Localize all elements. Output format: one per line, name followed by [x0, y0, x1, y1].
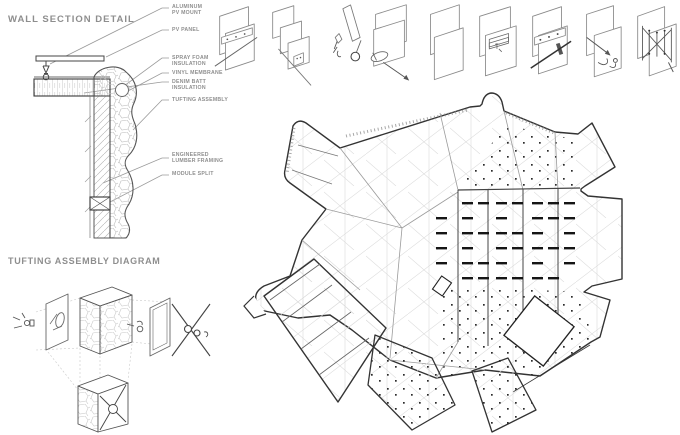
bottom-flap-large [367, 334, 456, 431]
annotation-vinyl-membrane: VINYL MEMBRANE [172, 70, 223, 76]
fold-lines [301, 110, 559, 379]
assembly-step-5-overlapping-panels-icon [430, 4, 464, 81]
x-brace-hardware [171, 303, 211, 357]
assembly-step-8-rod-and-hook-icon [586, 5, 622, 78]
wall-section-drawing [33, 7, 169, 239]
tufting-assembly-diagram: TUFTING ASSEMBLY DIAGRAM [6, 252, 241, 435]
assembly-step-4-roller-and-pin-icon [370, 4, 410, 81]
pv-panel-graphic [35, 55, 105, 62]
leader-lines [49, 7, 169, 203]
annotation-module-split: MODULE SPLIT [172, 171, 214, 177]
framing-strip-graphic [84, 95, 111, 239]
tufted-module-cube [79, 286, 133, 355]
tufting-exploded-drawing [12, 286, 211, 433]
front-plate-with-cone [45, 293, 69, 351]
insulation-blob-graphic [93, 66, 138, 239]
square-cutout [502, 294, 576, 368]
arm-band-lines [291, 144, 339, 185]
small-slot-cutout [431, 275, 453, 297]
annotation-pv-panel: PV PANEL [172, 27, 200, 33]
assembly-step-1-panels-batten-rod-icon [214, 6, 258, 71]
center-bolt-icon [126, 320, 144, 333]
bottom-flap-small [471, 357, 537, 433]
wall-section-title: WALL SECTION DETAIL [8, 14, 135, 25]
projection-lines [35, 297, 171, 391]
module-split-graphic [89, 196, 111, 211]
assembled-module-cube [77, 374, 129, 433]
wall-section-detail: WALL SECTION DETAIL [6, 0, 238, 252]
assembly-step-3-clamp-and-tube-icon [332, 4, 361, 62]
assembly-step-strip [212, 1, 680, 96]
assembly-step-6-bracket-plate-icon [478, 6, 517, 77]
unfold-pattern-drawing [243, 92, 623, 433]
assembly-step-7-batten-dark-rod-icon [529, 6, 572, 75]
unfolded-module-cut-pattern [240, 90, 680, 435]
back-plate [149, 297, 171, 357]
annotation-tufting-assembly: TUFTING ASSEMBLY [172, 97, 229, 103]
tufting-diagram-title: TUFTING ASSEMBLY DIAGRAM [8, 256, 161, 266]
bolt-icon [12, 312, 35, 329]
vinyl-membrane-graphic [115, 83, 129, 97]
hatched-tab-edges [285, 108, 555, 175]
assembly-step-9-x-brace-truss-icon [637, 6, 677, 77]
assembly-step-2-stepped-panels-rod-icon [271, 5, 312, 86]
lower-left-flap [243, 258, 387, 403]
double-edge-line [512, 344, 591, 393]
